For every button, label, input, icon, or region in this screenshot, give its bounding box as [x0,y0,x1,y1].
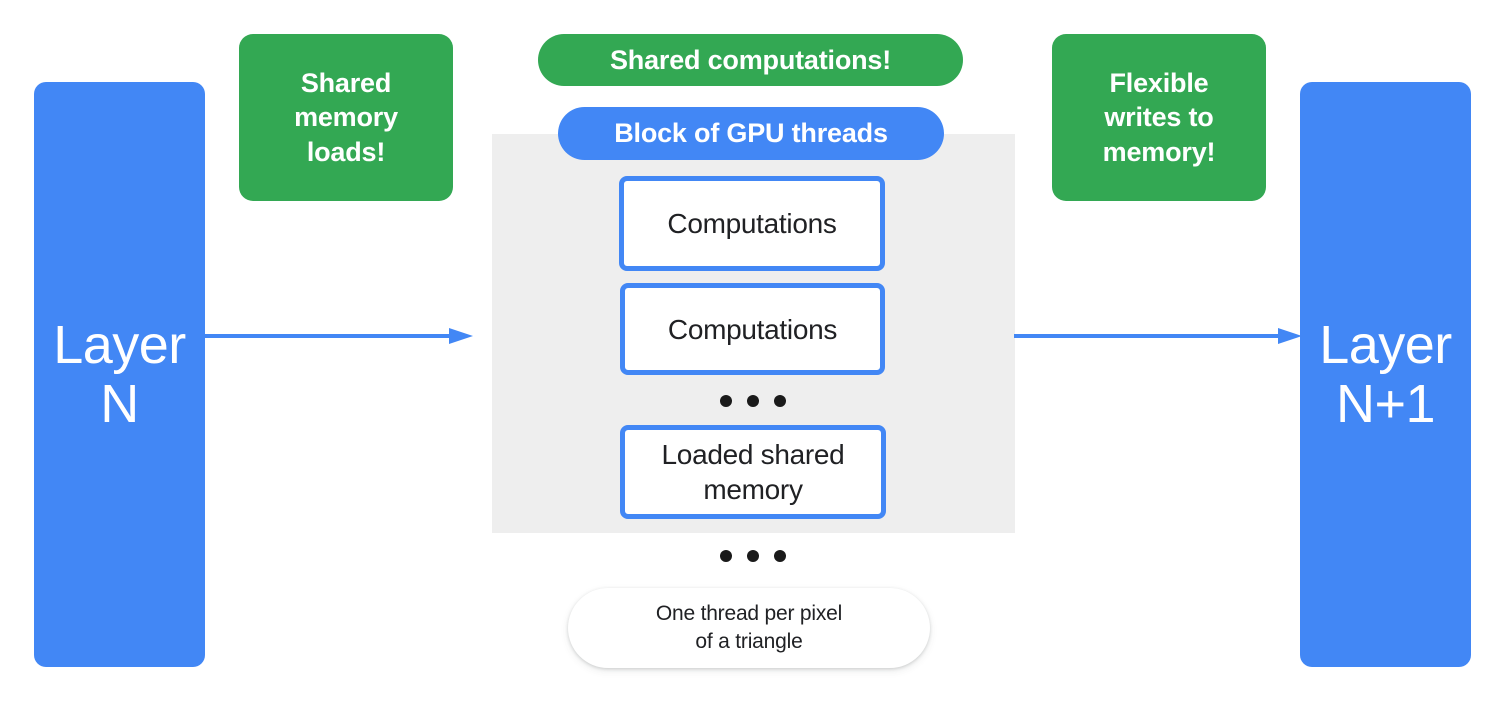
dot-icon [720,550,732,562]
dot-icon [747,395,759,407]
dot-icon [720,395,732,407]
layer-n-block: Layer N [34,82,205,667]
arrow-block-to-layer-n1 [1014,328,1302,344]
layer-n-plus-1-block: Layer N+1 [1300,82,1471,667]
one-thread-per-pixel-note: One thread per pixel of a triangle [568,588,930,668]
dot-icon [747,550,759,562]
outer-ellipsis-icon [720,550,786,562]
callout-shared-memory-loads: Shared memory loads! [239,34,453,201]
block-of-gpu-threads-label: Block of GPU threads [558,107,944,160]
inner-ellipsis-icon [720,395,786,407]
callout-shared-computations: Shared computations! [538,34,963,86]
thread-box-loaded-shared-memory: Loaded shared memory [620,425,886,519]
thread-box-computations-2: Computations [620,283,885,375]
dot-icon [774,550,786,562]
dot-icon [774,395,786,407]
arrow-layer-n-to-block [205,328,473,344]
thread-box-computations-1: Computations [619,176,885,271]
callout-flexible-writes-to-memory: Flexible writes to memory! [1052,34,1266,201]
